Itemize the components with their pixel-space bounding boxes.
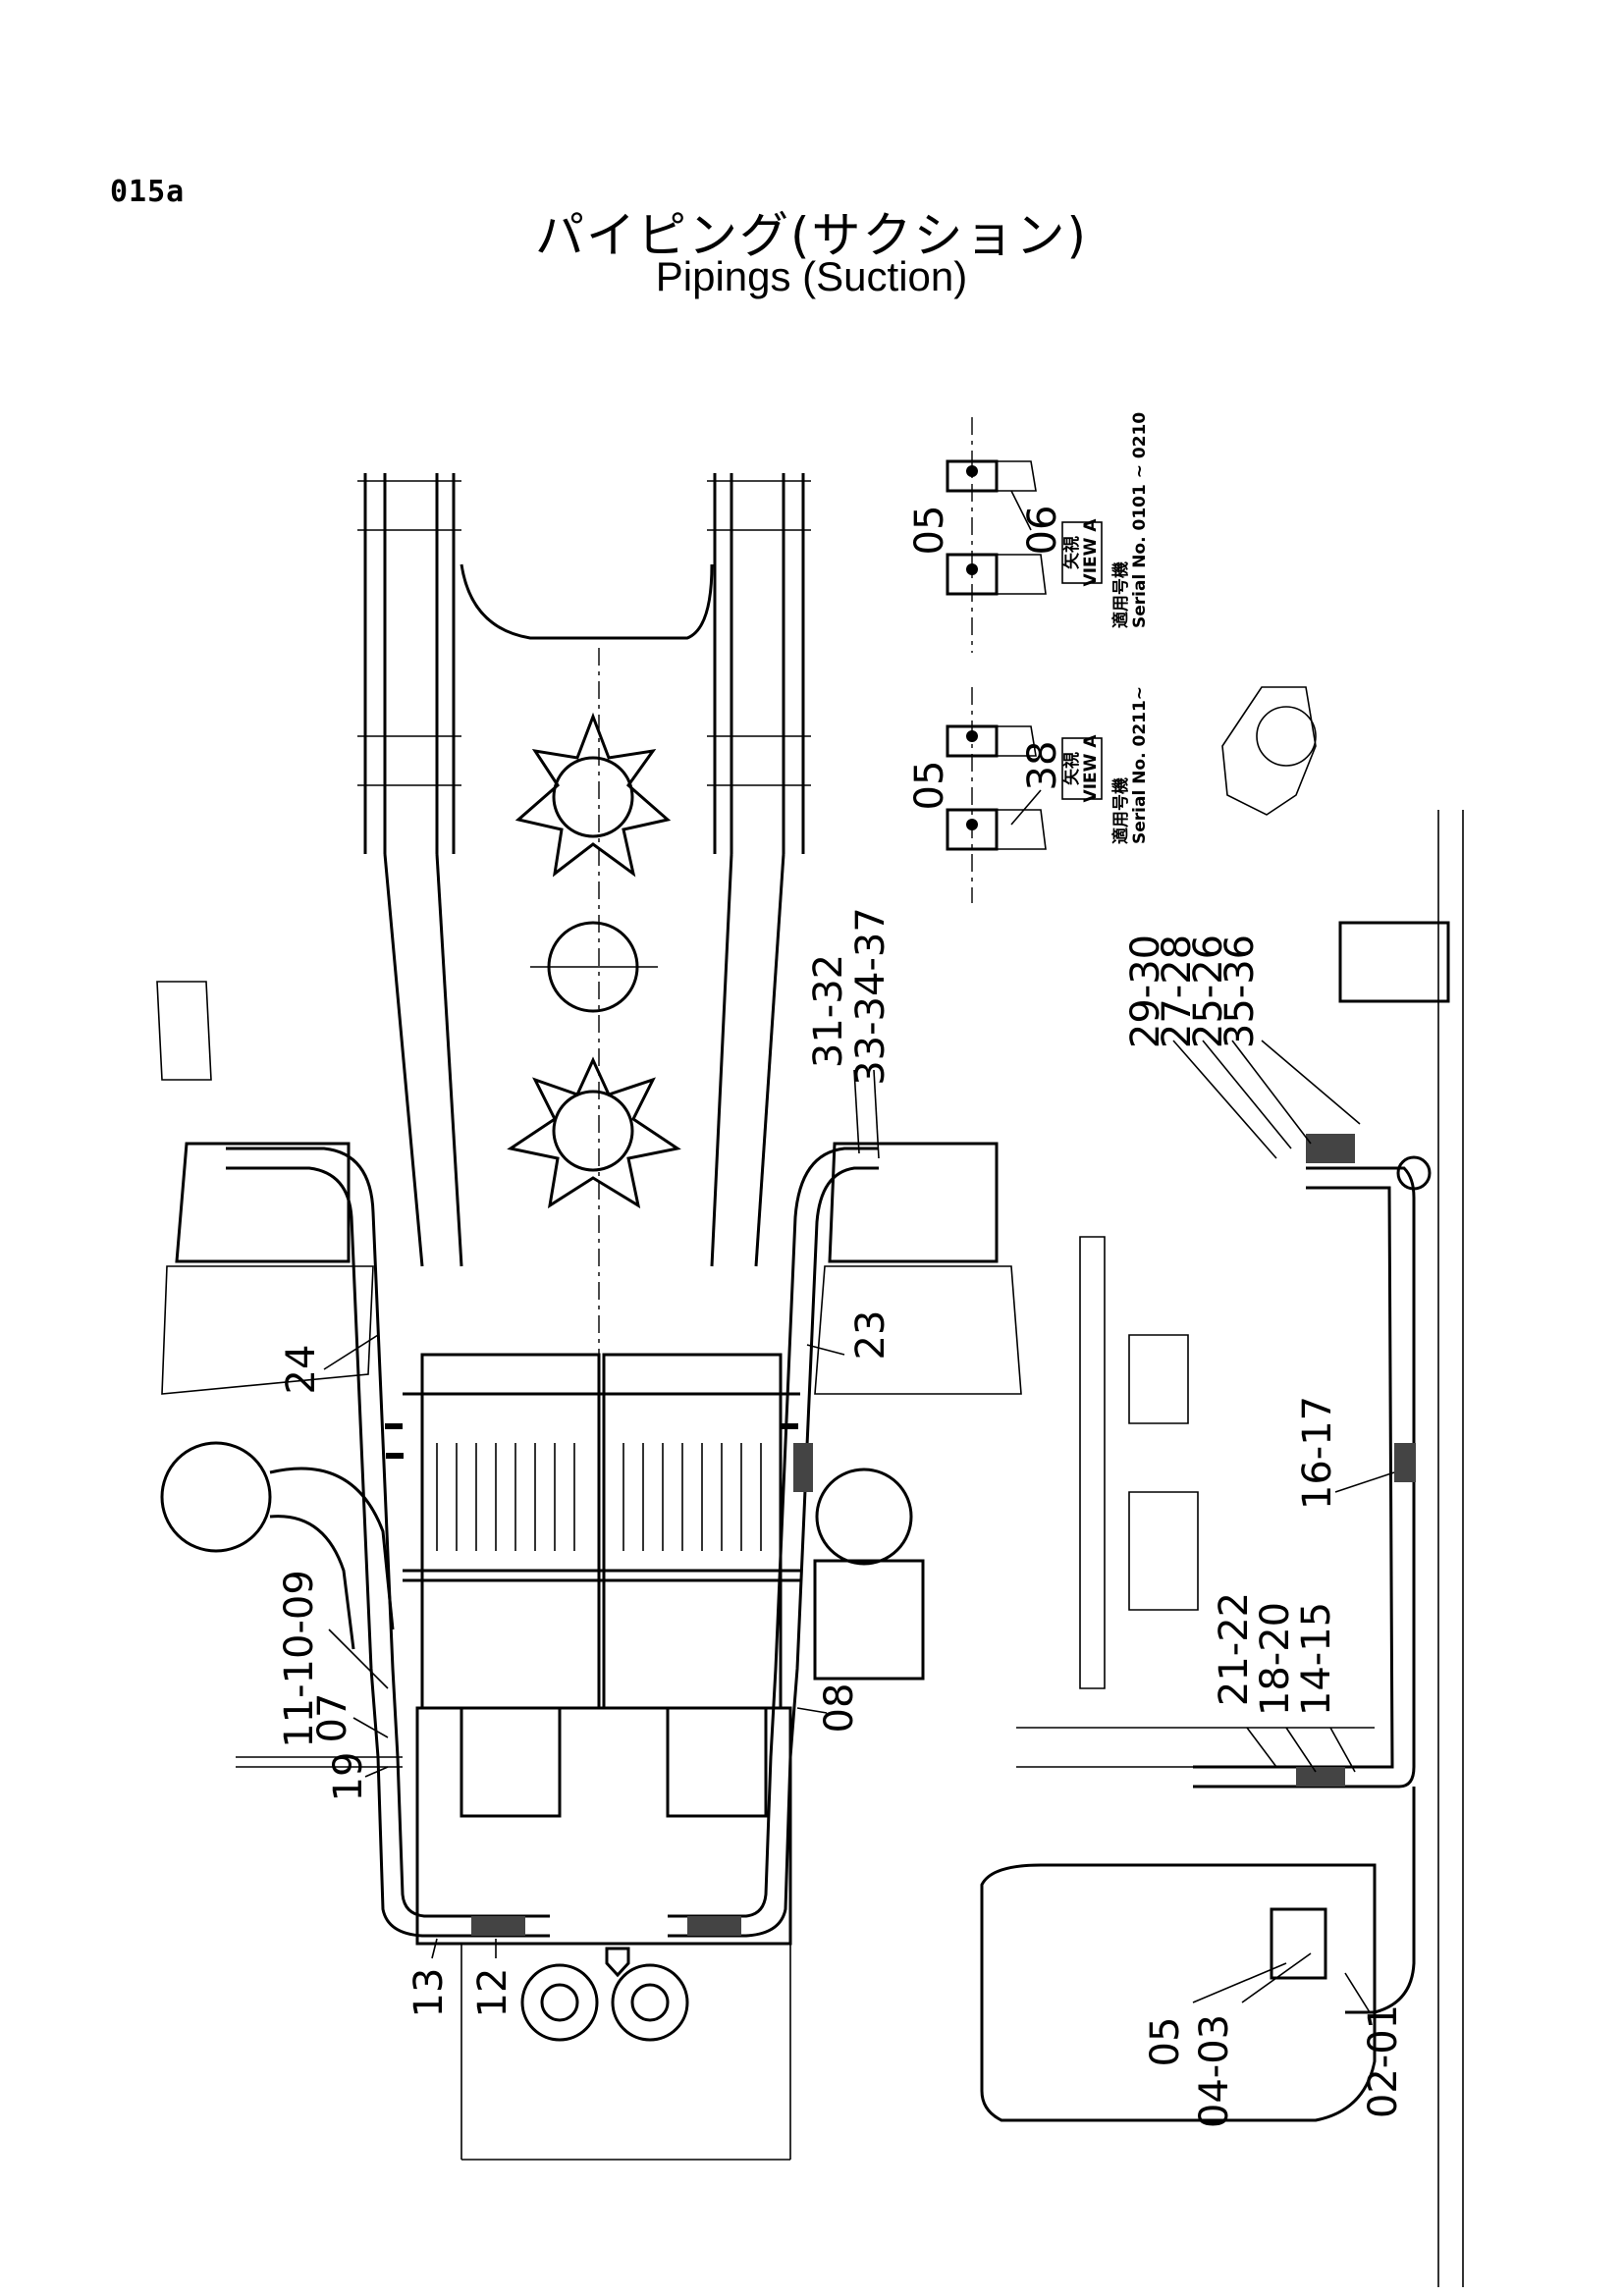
callout-view-upper-05: 05 <box>907 506 952 556</box>
callout-14-15: 14-15 <box>1294 1602 1339 1716</box>
view-a-text-upper: VIEW A <box>1081 518 1101 587</box>
pump-tank-block <box>415 1706 792 2161</box>
serial-upper: Serial No. 0101 ~ 0210 <box>1130 412 1150 628</box>
callout-19: 19 <box>326 1752 371 1802</box>
boom-frame <box>357 473 811 1355</box>
callout-33-34-37: 33-34-37 <box>848 907 893 1086</box>
title-english: Pipings (Suction) <box>655 253 968 299</box>
view-a-text-lower: VIEW A <box>1081 734 1101 803</box>
left-engine <box>156 981 403 1768</box>
suction-pipe-left <box>226 1147 550 1938</box>
view-a-ja-upper: 矢視 <box>1061 536 1082 569</box>
leader-lines <box>323 490 1395 2013</box>
serial-lower: Serial No. 0211~ <box>1130 686 1150 844</box>
callout-24: 24 <box>279 1345 324 1395</box>
callout-view-lower-38: 38 <box>1020 741 1065 791</box>
view-a-detail-lower <box>946 687 1047 903</box>
suction-pipe-far-right <box>1193 1134 1432 2014</box>
callout-02-01: 02-01 <box>1361 2004 1406 2118</box>
callout-12: 12 <box>470 1968 515 2018</box>
control-valves <box>403 1353 800 1710</box>
serial-ja-upper: 適用号機 <box>1110 561 1131 628</box>
view-a-detail-upper <box>946 417 1047 653</box>
callout-07: 07 <box>310 1693 355 1743</box>
callout-31-32: 31-32 <box>806 954 851 1068</box>
view-a-label-upper: 矢視 VIEW A 適用号機 Serial No. 0101 ~ 0210 <box>1061 412 1150 628</box>
serial-ja-lower: 適用号機 <box>1110 777 1131 844</box>
swing-motor-upper <box>514 712 672 878</box>
view-a-ja-lower: 矢視 <box>1061 752 1082 785</box>
callout-08: 08 <box>817 1683 862 1734</box>
callouts: 05 06 05 38 31-32 33-34-37 29-30 27-28 2… <box>277 506 1406 2129</box>
view-a-label-lower: 矢視 VIEW A 適用号機 Serial No. 0211~ <box>1061 686 1150 844</box>
callout-27-28: 27-28 <box>1155 934 1200 1048</box>
callout-view-upper-06: 06 <box>1020 506 1065 556</box>
callout-18-20: 18-20 <box>1253 1602 1298 1716</box>
callout-23: 23 <box>848 1310 893 1361</box>
callout-11-10-09: 11-10-09 <box>277 1570 322 1748</box>
callout-16-17: 16-17 <box>1295 1396 1340 1510</box>
callout-view-lower-05: 05 <box>907 761 952 811</box>
page-code: 015a <box>110 175 186 209</box>
callout-05: 05 <box>1143 2017 1188 2067</box>
callout-35-36: 35-36 <box>1217 934 1263 1048</box>
callout-25-26: 25-26 <box>1186 934 1231 1048</box>
callout-29-30: 29-30 <box>1123 934 1168 1048</box>
callout-13: 13 <box>406 1968 452 2018</box>
suction-pipe-right <box>668 1147 879 1938</box>
swing-motor-lower <box>507 1056 681 1209</box>
callout-04-03: 04-03 <box>1192 2014 1237 2128</box>
callout-21-22: 21-22 <box>1212 1592 1257 1706</box>
right-engine <box>813 1142 1199 1689</box>
title-japanese: パイピング(サクション) <box>534 207 1088 264</box>
center-joint <box>530 921 658 1013</box>
